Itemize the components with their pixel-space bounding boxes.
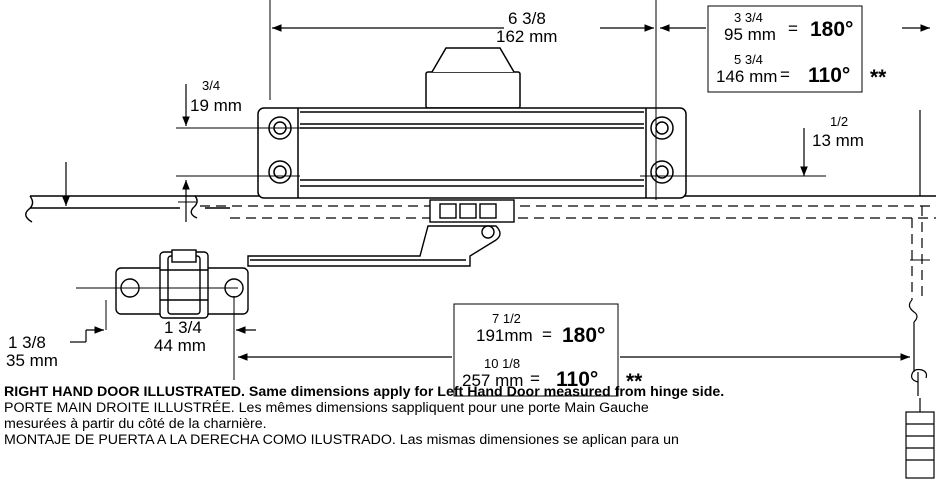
arm-shoe-metric: 44 mm (154, 336, 206, 355)
bottom-row1-fraction: 7 1/2 (492, 311, 521, 326)
bottom-row1-angle: 180° (562, 324, 605, 347)
top-row2-angle: 110° (808, 64, 850, 87)
top-row1-equals: = (788, 19, 798, 38)
extension-lines (76, 0, 930, 380)
right-offset-metric: 13 mm (812, 131, 864, 150)
arm-shoe-fraction: 1 3/4 (164, 318, 202, 337)
top-table-box (707, 5, 863, 93)
top-offset-metric: 19 mm (190, 96, 242, 115)
top-row1-metric: 95 mm (724, 25, 776, 44)
hinge-symbol (905, 368, 935, 479)
frame-right-solid (908, 110, 921, 372)
top-note-stars: ** (870, 66, 887, 89)
bottom-row1-metric: 191mm (476, 326, 533, 345)
bottom-row1-equals: = (542, 325, 552, 344)
arm-left-fraction: 1 3/8 (8, 333, 46, 352)
overall-width-fraction: 6 3/8 (508, 9, 546, 28)
caption-es-line1: MONTAJE DE PUERTA A LA DERECHA COMO ILUS… (4, 432, 679, 448)
bottom-note-stars: ** (626, 370, 643, 393)
top-row2-metric: 146 mm (716, 67, 777, 86)
closer-arm (247, 199, 515, 267)
top-row1-angle: 180° (810, 18, 853, 41)
right-offset-fraction: 1/2 (830, 114, 848, 129)
closer-body (257, 47, 687, 199)
caption-en: RIGHT HAND DOOR ILLUSTRATED. Same dimens… (4, 384, 725, 400)
bottom-table-box (453, 303, 619, 397)
caption: RIGHT HAND DOOR ILLUSTRATED. Same dimens… (4, 384, 934, 448)
arm-left-metric: 35 mm (6, 351, 58, 370)
bottom-row2-metric: 257 mm (462, 371, 523, 390)
door-dashed-outline (200, 205, 936, 300)
top-offset-fraction: 3/4 (202, 78, 220, 93)
top-row2-equals: = (780, 65, 790, 84)
caption-fr-line1: PORTE MAIN DROITE ILLUSTRÉE. Les mêmes d… (4, 400, 649, 416)
bottom-row2-fraction: 10 1/8 (484, 356, 520, 371)
bottom-row2-angle: 110° (556, 368, 598, 391)
overall-width-metric: 162 mm (496, 27, 557, 46)
caption-fr-line2: mesurées à partir du côté de la charnièr… (4, 416, 267, 432)
top-row2-fraction: 5 3/4 (734, 52, 763, 67)
dimension-arrows (62, 24, 930, 361)
top-row1-fraction: 3 3/4 (734, 10, 763, 25)
bottom-row2-equals: = (530, 369, 540, 388)
arm-shoe (115, 249, 249, 319)
